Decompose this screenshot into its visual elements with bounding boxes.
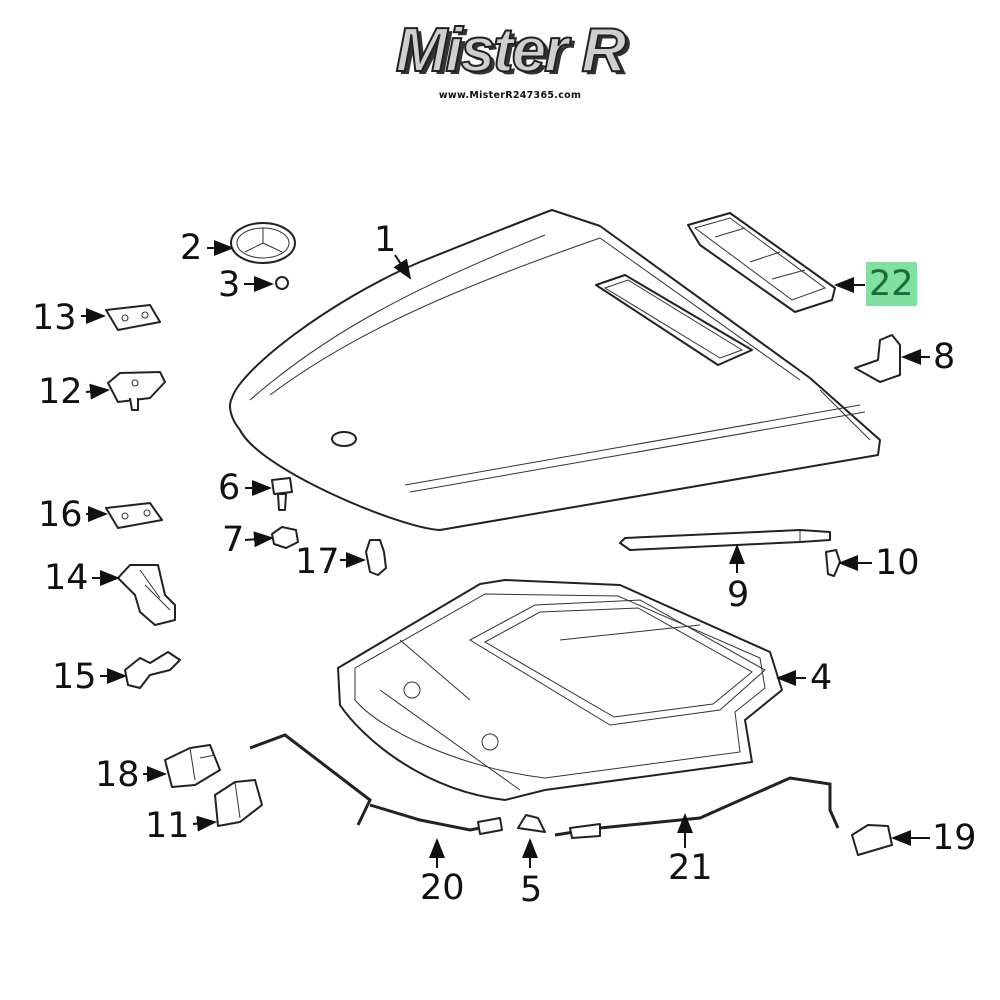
part-nut[interactable] (271, 526, 299, 549)
part-shim-16[interactable] (105, 502, 163, 529)
part-shim-13[interactable] (105, 304, 161, 331)
logo-wordmark: Mister R (395, 16, 628, 85)
leader-arrows (81, 240, 930, 868)
part-hinge-bracket[interactable] (124, 651, 181, 689)
callout-4[interactable]: 4 (810, 658, 833, 698)
part-hood[interactable] (229, 209, 881, 531)
part-emblem-nut[interactable] (275, 276, 289, 290)
callout-9[interactable]: 9 (727, 575, 750, 615)
part-clip[interactable] (517, 814, 546, 833)
callout-18[interactable]: 18 (95, 755, 140, 795)
callout-11[interactable]: 11 (145, 806, 190, 846)
part-latch-18[interactable] (164, 744, 221, 788)
brand-logo: Mister R www.MisterR247365.com (395, 16, 628, 102)
part-bolt[interactable] (271, 477, 293, 511)
callout-12[interactable]: 12 (38, 372, 83, 412)
callout-5[interactable]: 5 (520, 870, 543, 910)
part-hinge-plate[interactable] (107, 371, 166, 411)
callout-17[interactable]: 17 (295, 542, 340, 582)
callout-14[interactable]: 14 (44, 558, 89, 598)
callout-15[interactable]: 15 (52, 657, 97, 697)
callout-10[interactable]: 10 (875, 543, 920, 583)
part-emblem[interactable] (230, 222, 296, 264)
callout-22-highlighted[interactable]: 22 (866, 262, 917, 306)
part-hinge[interactable] (117, 564, 176, 626)
callout-8[interactable]: 8 (933, 337, 956, 377)
callout-7[interactable]: 7 (222, 520, 245, 560)
part-release-cable-20[interactable] (249, 733, 503, 835)
part-hood-insulator[interactable] (337, 579, 783, 801)
callout-20[interactable]: 20 (420, 868, 465, 908)
part-release-cable-21[interactable] (554, 776, 840, 839)
callout-21[interactable]: 21 (668, 848, 713, 888)
callout-1[interactable]: 1 (374, 220, 397, 260)
callout-3[interactable]: 3 (218, 265, 241, 305)
part-bracket[interactable] (854, 334, 901, 383)
part-ball-stud[interactable] (825, 549, 841, 577)
part-air-vent[interactable] (687, 212, 836, 313)
callout-16[interactable]: 16 (38, 495, 83, 535)
part-release-handle[interactable] (851, 824, 893, 856)
callout-6[interactable]: 6 (218, 468, 241, 508)
part-bumper[interactable] (365, 539, 387, 576)
logo-url: www.MisterR247365.com (438, 90, 582, 101)
part-support-strut[interactable] (619, 529, 831, 551)
callout-19[interactable]: 19 (932, 818, 977, 858)
part-latch-11[interactable] (214, 779, 263, 827)
callout-13[interactable]: 13 (32, 298, 77, 338)
callout-2[interactable]: 2 (180, 228, 203, 268)
